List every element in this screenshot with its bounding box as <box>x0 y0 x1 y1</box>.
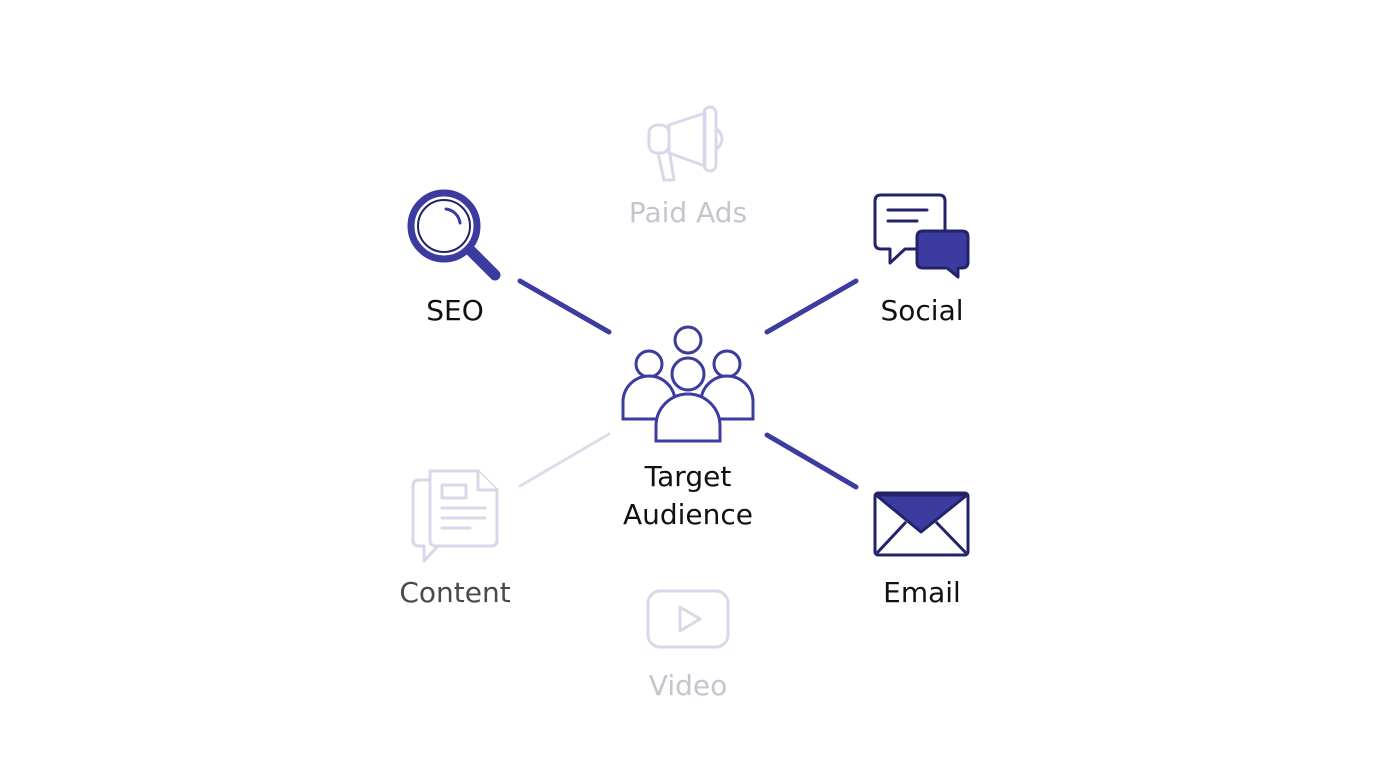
target-audience-label: Target Audience <box>623 458 753 534</box>
envelope-icon <box>873 491 970 557</box>
megaphone-icon <box>647 105 724 182</box>
group-icon <box>621 325 755 443</box>
connector-seo <box>517 278 612 335</box>
document-icon <box>411 469 499 563</box>
email-label: Email <box>883 576 961 609</box>
connector-email <box>764 432 859 490</box>
video-label: Video <box>648 669 728 702</box>
chat-bubbles-icon <box>873 193 970 279</box>
search-icon <box>407 189 501 281</box>
target-audience-line1: Target <box>644 460 732 493</box>
connector-content <box>518 432 611 488</box>
social-label: Social <box>880 294 964 327</box>
content-label: Content <box>399 576 511 609</box>
seo-label: SEO <box>426 294 484 327</box>
connector-social <box>764 278 859 335</box>
target-audience-line2: Audience <box>622 498 754 531</box>
paid-ads-label: Paid Ads <box>628 196 748 229</box>
play-video-icon <box>646 589 730 649</box>
